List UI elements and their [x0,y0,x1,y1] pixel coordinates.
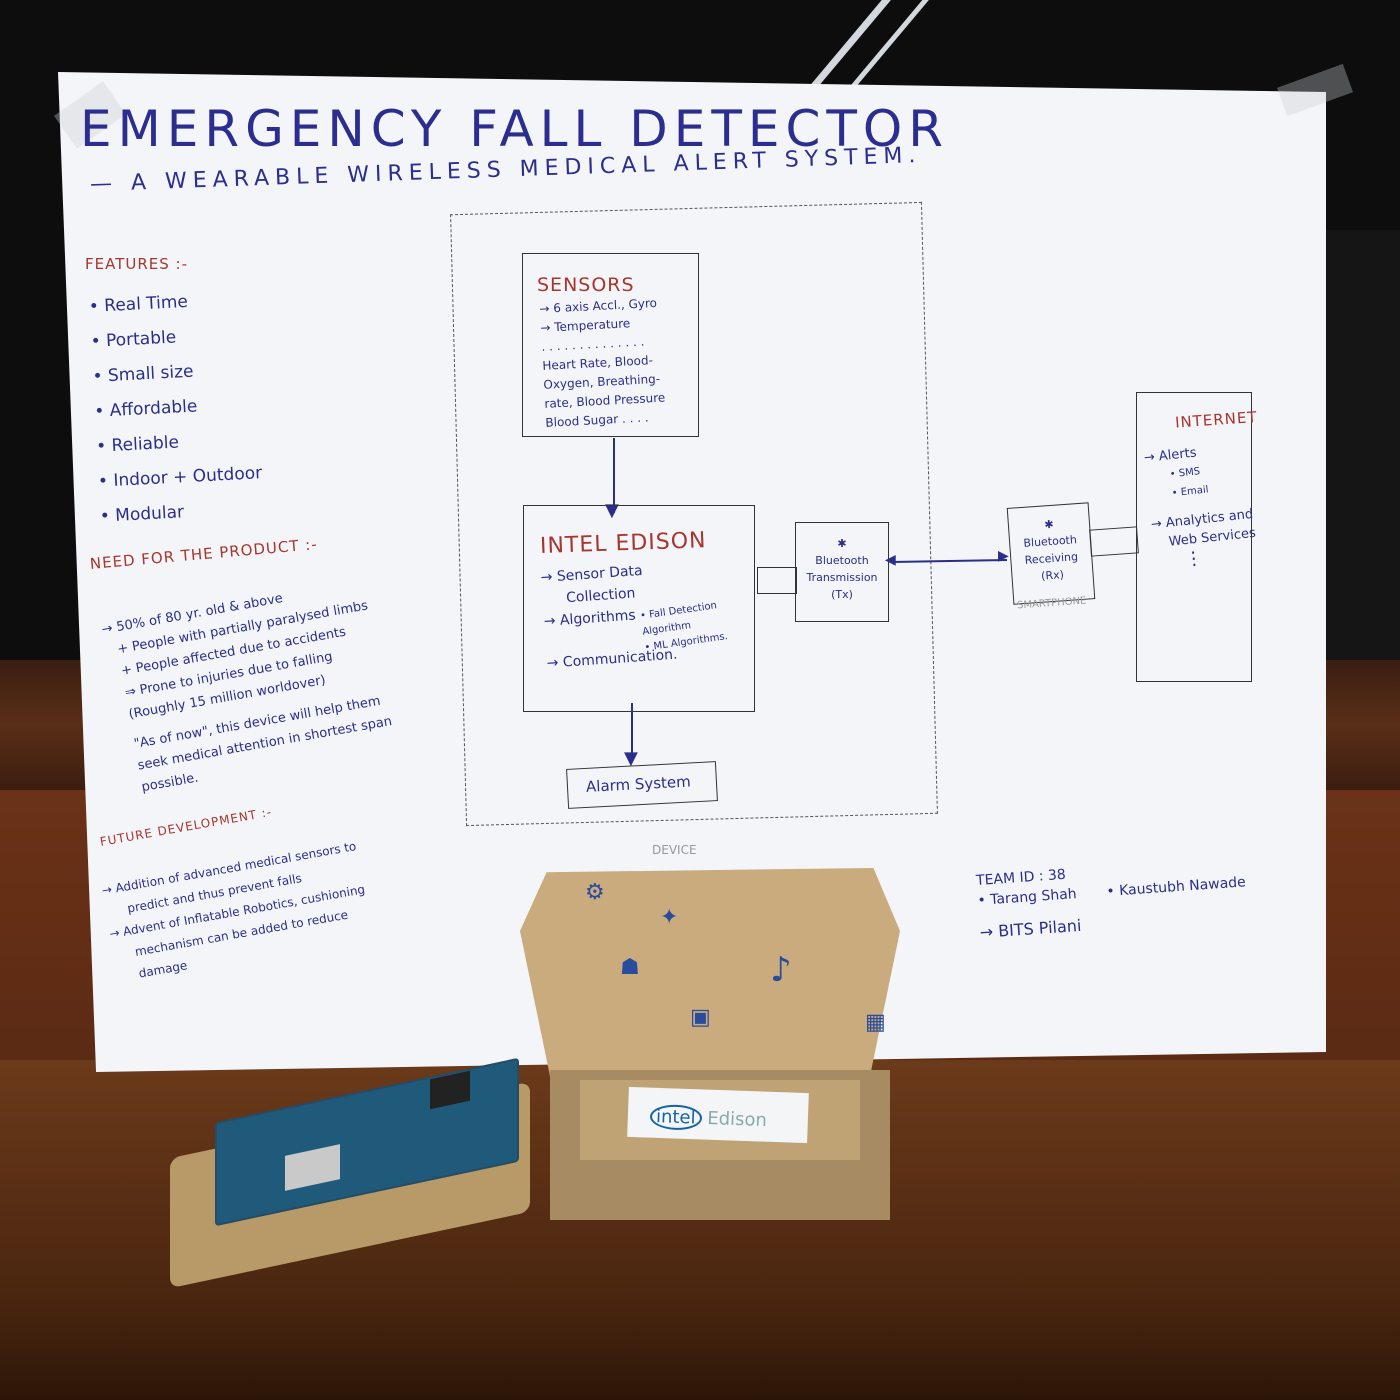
arrow-sensors-to-edison [613,438,615,513]
sensors-box: SENSORS → 6 axis Accl., Gyro → Temperatu… [522,253,699,437]
poster-title: EMERGENCY FALL DETECTOR [80,100,950,158]
internet-box: INTERNET → Alerts • SMS • Email → Analyt… [1136,392,1259,682]
link-connector [757,567,797,594]
intel-logo: intel [649,1103,702,1131]
edison-box: INTEL EDISON → Sensor Data Collection → … [523,505,755,712]
bt-tx-line: (Tx) [831,588,853,601]
card-text: intel Edison [649,1103,768,1132]
arrow-right-icon: ▶ [998,548,1009,564]
satellite-icon: ✦ [660,905,679,930]
features-list: • Real Time • Portable • Small size • Af… [88,281,265,534]
bt-tx-lines: ✱ Bluetooth Transmission (Tx) [796,535,888,603]
arrow-left-icon: ◀ [885,552,896,568]
team-member: • Tarang Shah [976,886,1078,909]
robot-icon: ☗ [620,955,640,980]
box-lid [520,868,900,1078]
bt-tx-line: Bluetooth [815,554,869,567]
internet-lines: → Alerts • SMS • Email → Analytics and W… [1143,438,1263,573]
bt-tx-line: Transmission [806,571,878,584]
sensors-title: SENSORS [537,274,635,296]
chip-icon: ▦ [865,1010,886,1035]
link-connector [1089,526,1139,557]
alarm-label: Alarm System [585,772,692,796]
features-heading: FEATURES :- [85,255,188,273]
device-label: DEVICE [652,843,697,857]
arrow-edison-to-alarm [631,703,633,761]
bluetooth-icon: ✱ [837,537,847,550]
bt-rx-box: ✱ Bluetooth Receiving (Rx) [1006,502,1096,605]
internet-title: INTERNET [1174,407,1259,432]
robot-icon: ⚙ [585,880,605,905]
alarm-box: Alarm System [566,761,718,809]
bt-rx-lines: ✱ Bluetooth Receiving (Rx) [1008,513,1093,586]
gramophone-icon: ♪ [770,950,792,990]
edison-label: Edison [706,1107,768,1132]
sensors-lines: → 6 axis Accl., Gyro → Temperature . . .… [539,292,705,433]
bt-tx-box: ✱ Bluetooth Transmission (Tx) [795,522,889,622]
arrow-head-icon: ▼ [624,748,638,769]
monitor-icon: ▣ [690,1005,711,1030]
